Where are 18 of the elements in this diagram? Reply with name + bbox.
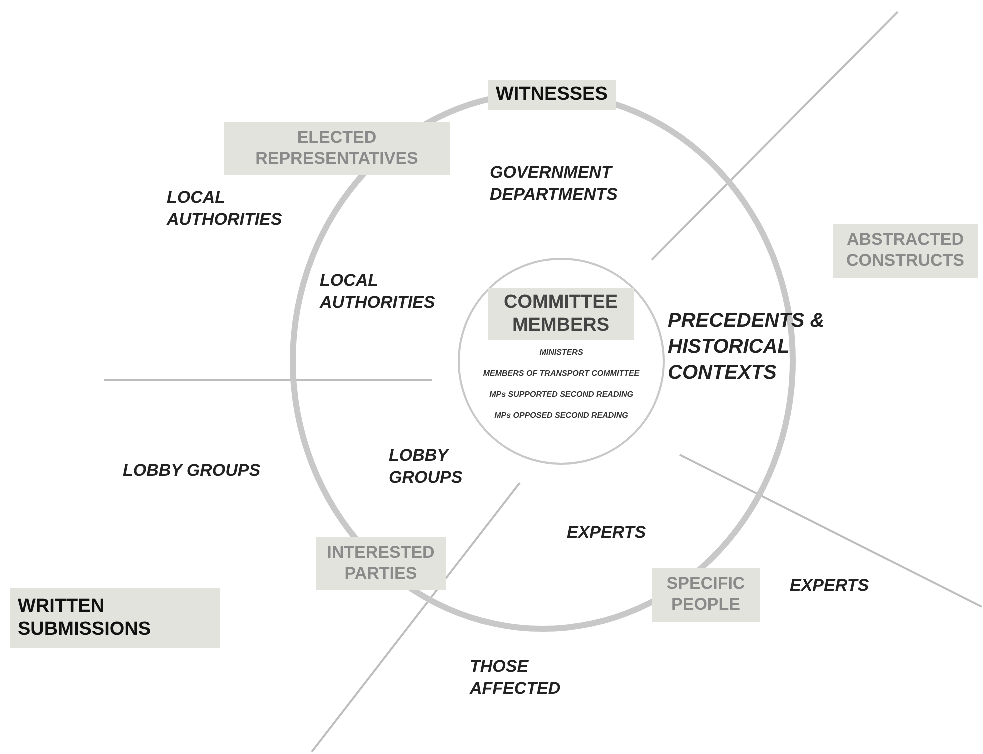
- category-label: ABSTRACTED CONSTRUCTS: [833, 224, 978, 278]
- category-text: LOBBY GROUPS: [123, 460, 262, 482]
- member-list-item: MEMBERS OF TRANSPORT COMMITTEE: [482, 369, 641, 378]
- category-text: EXPERTS: [567, 522, 648, 544]
- category-text: GOVERNMENT DEPARTMENTS: [490, 162, 619, 206]
- category-text: LOCAL AUTHORITIES: [320, 270, 436, 314]
- ring-heading: WITNESSES: [488, 80, 616, 110]
- category-label: ELECTED REPRESENTATIVES: [224, 122, 450, 175]
- category-text: LOBBY GROUPS: [389, 445, 464, 489]
- category-text: EXPERTS: [790, 575, 870, 597]
- member-list-item: MPs SUPPORTED SECOND READING: [488, 390, 634, 399]
- category-text: THOSE AFFECTED: [470, 656, 562, 700]
- member-list-item: MPs OPPOSED SECOND READING: [494, 411, 630, 420]
- circle-heading: COMMITTEE MEMBERS: [488, 288, 634, 340]
- category-label: WRITTEN SUBMISSIONS: [10, 588, 220, 648]
- category-text: LOCAL AUTHORITIES: [167, 187, 284, 231]
- member-list-item: MINISTERS: [538, 348, 584, 357]
- category-text: PRECEDENTS & HISTORICAL CONTEXTS: [668, 309, 826, 386]
